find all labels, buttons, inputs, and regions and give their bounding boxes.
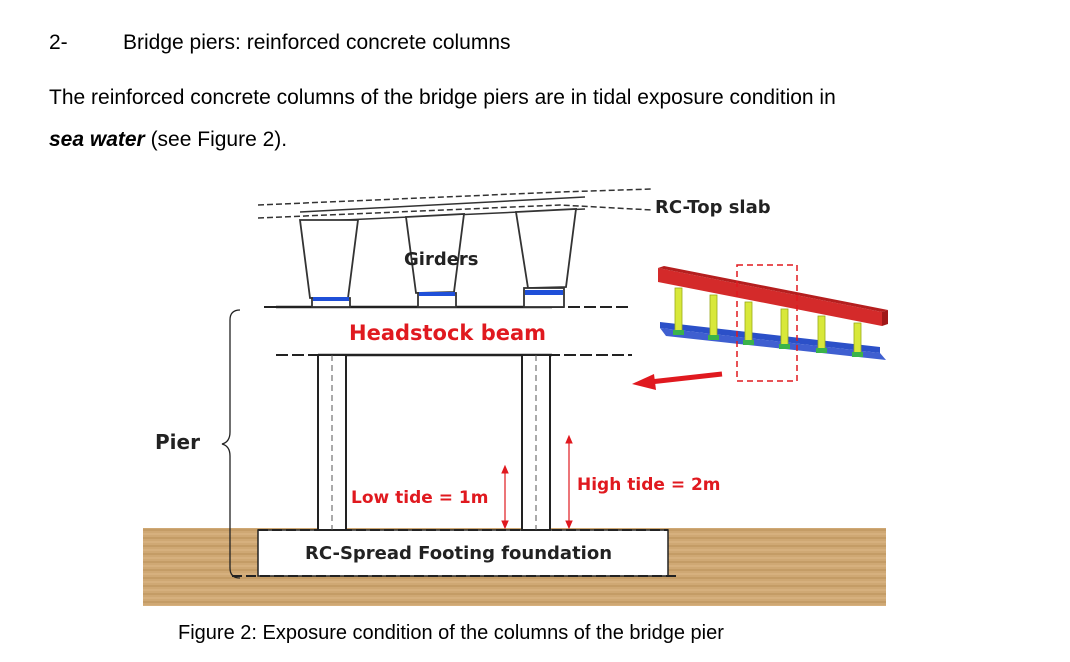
- section-number: 2-: [49, 31, 68, 54]
- footing-foundation: [257, 529, 669, 577]
- figure-caption: Figure 2: Exposure condition of the colu…: [178, 622, 724, 644]
- label-top-slab: RC-Top slab: [655, 197, 771, 218]
- label-low-tide: Low tide = 1m: [351, 488, 488, 508]
- pointer-arrow: [632, 371, 723, 390]
- bridge-model-3d: [658, 264, 888, 382]
- paragraph-emphasis: sea water: [49, 128, 145, 151]
- label-headstock: Headstock beam: [349, 321, 546, 345]
- label-high-tide: High tide = 2m: [577, 475, 721, 495]
- girder-middle: [404, 213, 466, 308]
- label-pier: Pier: [155, 430, 200, 454]
- label-footing: RC-Spread Footing foundation: [305, 543, 612, 564]
- pier-brace: [221, 309, 241, 579]
- right-column: [521, 354, 551, 531]
- section-title: Bridge piers: reinforced concrete column…: [123, 31, 511, 54]
- girder-left: [298, 219, 360, 308]
- low-tide-arrow: [501, 464, 509, 530]
- paragraph-line-1: The reinforced concrete columns of the b…: [49, 86, 836, 109]
- high-tide-arrow: [565, 434, 573, 530]
- paragraph-line-2-rest: (see Figure 2).: [144, 128, 288, 151]
- paragraph-line-2: sea water (see Figure 2).: [49, 128, 287, 152]
- girder-right: [514, 208, 578, 308]
- headstock-beam: [276, 307, 552, 355]
- left-column: [317, 354, 347, 531]
- label-girders: Girders: [404, 249, 479, 270]
